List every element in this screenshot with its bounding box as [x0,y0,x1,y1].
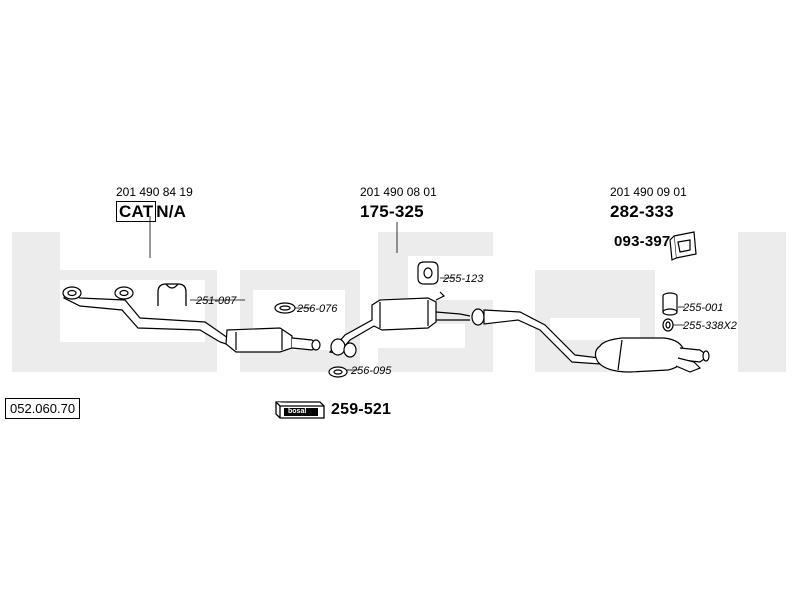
catalyst-badge: CAT [116,201,157,222]
gasket-code: 256-095 [351,365,392,377]
gasket-ring-icon [274,302,296,314]
gasket-icon [328,366,348,378]
clamp-icon [157,283,187,306]
bushing-icon [662,318,674,332]
assembly-kit-icon [275,401,325,419]
clamp-code: 251-087 [196,295,237,307]
rubber-hanger-icon [417,261,439,285]
kit-part-number: 259-521 [331,401,392,418]
mount-code: 255-001 [683,302,724,314]
bracket-part-number: 093-397 [614,233,671,250]
rear-silencer-part-number: 282-333 [610,202,674,221]
hanger-code: 255-123 [443,273,484,285]
oe-number-middle-silencer: 201 490 08 01 [360,185,437,199]
bushing-code: 255-338X2 [683,320,737,332]
oe-number-front-pipe: 201 490 84 19 [116,185,193,199]
oe-number-rear-silencer: 201 490 09 01 [610,185,687,199]
front-pipe [62,286,321,353]
rubber-mount-icon [662,292,678,316]
reference-number: 052.060.70 [5,398,81,419]
front-pipe-part-number: N/A [156,202,187,221]
middle-silencer-part-number: 175-325 [360,202,424,221]
kit-logo-text: bosal [288,408,307,415]
rear-silencer [471,308,710,373]
mounting-bracket-icon [669,231,697,261]
middle-silencer [328,291,471,358]
ring-code: 256-076 [297,303,338,315]
